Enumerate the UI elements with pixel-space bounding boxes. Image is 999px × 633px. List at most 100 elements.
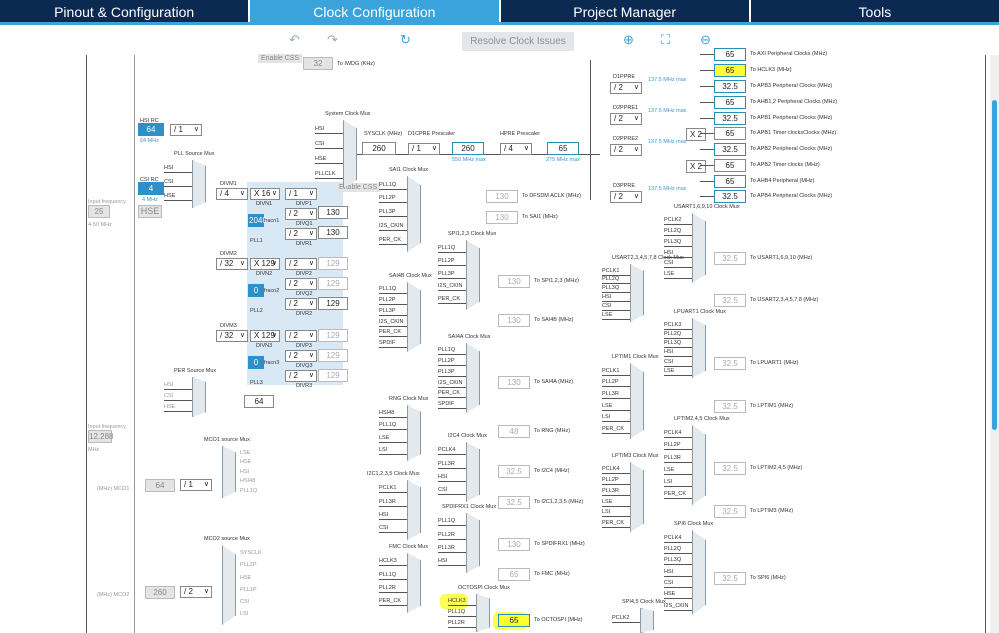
clock-mux[interactable] [407,282,421,352]
refresh-icon[interactable]: ↻ [400,32,411,47]
clock-mux[interactable] [466,513,480,573]
enable-css-label[interactable]: Enable CSS [258,54,303,63]
mux-input-label: PLL1Q [438,518,456,525]
divn3-select[interactable]: X 129 [250,330,280,342]
mux-input-label: CSI [664,579,674,586]
mux-input-label: PLL2P [379,297,396,304]
vertical-scrollbar[interactable] [990,55,999,633]
mco2-divider[interactable]: / 2 [180,586,212,598]
wire [438,264,466,266]
divq1-select[interactable]: / 2 [285,208,317,220]
tab-project-manager[interactable]: Project Manager [501,0,751,22]
divr1-select[interactable]: / 2 [285,228,317,240]
divider [86,55,87,633]
undo-icon[interactable]: ↶ [289,32,300,47]
d2ppre1-max: 137.5 MHz max [648,108,687,114]
wire [602,421,630,423]
zoom-in-icon[interactable]: ⊕ [623,32,634,47]
mux-title: SPDIFRX1 Clock Mux [442,504,497,510]
scrollbar-thumb[interactable] [992,100,997,430]
iwdg-label: To IWDG (KHz) [337,61,375,67]
tab-tools[interactable]: Tools [858,4,892,20]
enable-css-2[interactable]: Enable CSS [336,183,381,192]
divp1-select[interactable]: / 1 [285,188,317,200]
d3ppre-select[interactable]: / 2 [610,191,642,203]
fracn2-value[interactable]: 0 [248,284,264,297]
mux-input-label: LSE [379,434,390,441]
divm2-select[interactable]: / 32 [216,258,248,270]
clock-mux[interactable] [343,120,357,188]
clock-mux[interactable] [407,176,421,252]
clock-mux[interactable] [466,343,480,413]
clock-mux[interactable] [222,446,236,498]
wire [379,347,407,349]
divp2-select[interactable]: / 2 [285,258,317,270]
clock-mux[interactable] [222,545,236,625]
clock-mux[interactable] [692,530,706,615]
mux-input-label: PLL2R [448,620,465,627]
clock-mux[interactable] [692,318,706,378]
mux-input-label: PLL3Q [664,340,682,347]
wire [438,565,466,567]
clock-mux[interactable] [630,363,644,439]
mux-input-label: PLL3R [602,391,619,398]
clock-mux[interactable] [630,462,644,532]
wire [379,429,407,431]
clock-mux[interactable] [630,264,644,322]
peripheral-output-value: 130 [486,190,518,203]
fracn1-value[interactable]: 2048 [248,214,267,227]
clock-mux[interactable] [192,160,206,208]
mco1-divider[interactable]: / 1 [180,479,212,491]
clock-mux[interactable] [692,425,706,505]
zoom-out-icon[interactable]: ⊖ [700,32,711,47]
fracn3-value[interactable]: 0 [248,356,264,369]
clock-mux[interactable] [192,377,206,417]
resolve-clock-issues-button[interactable]: Resolve Clock Issues [462,32,574,51]
clock-mux[interactable] [692,213,706,283]
wire [602,505,630,507]
clock-mux[interactable] [407,553,421,613]
mux-title: LPTIM3 Clock Mux [612,453,659,459]
d1ppre-select[interactable]: / 2 [610,82,642,94]
divn2-select[interactable]: X 129 [250,258,280,270]
clock-mux[interactable] [466,240,480,310]
mux-input-label: I2S_CKIN [664,602,689,609]
divn1-select[interactable]: X 16 [250,188,280,200]
clock-mux[interactable] [407,480,421,540]
wire [602,301,630,303]
wire [438,481,466,482]
divm3-select[interactable]: / 32 [216,330,248,342]
hse-input[interactable]: 25 [88,205,110,218]
mux-input-label: PER_CK [379,236,402,243]
divq3-select[interactable]: / 2 [285,350,317,362]
bus-output-label: To AXI Peripheral Clocks (MHz) [750,51,828,57]
mux-input-label: PLL2P [664,442,681,449]
mux-input-label: PLL1Q [379,571,397,578]
divr3-select[interactable]: / 2 [285,370,317,382]
wire [379,304,407,306]
wire [164,388,192,390]
tab-clock-configuration[interactable]: Clock Configuration [250,0,501,22]
csi-value[interactable]: 4 [138,182,164,195]
peripheral-output-label: To I2C4 (MHz) [534,468,570,474]
clock-mux[interactable] [476,594,490,632]
wire [664,374,692,376]
redo-icon[interactable]: ↷ [327,32,338,47]
fit-icon[interactable]: ⛶ [661,32,671,47]
clock-mux[interactable] [640,608,654,633]
hsi-divider[interactable]: / 1 [170,124,202,136]
clock-mux[interactable] [466,442,480,502]
d1cpre-select[interactable]: / 1 [408,143,440,155]
wire [664,256,692,258]
tab-pinout[interactable]: Pinout & Configuration [0,0,251,22]
clock-mux[interactable] [407,405,421,461]
divq2-select[interactable]: / 2 [285,278,317,290]
d2ppre1-select[interactable]: / 2 [610,113,642,125]
divp3-select[interactable]: / 2 [285,330,317,342]
d2ppre2-select[interactable]: / 2 [610,144,642,156]
hsi-value[interactable]: 64 [138,123,164,136]
divm1-select[interactable]: / 4 [216,188,248,200]
lse-input[interactable]: 12.288 [88,430,114,443]
divr2-select[interactable]: / 2 [285,298,317,310]
hpre-select[interactable]: / 4 [500,143,532,155]
